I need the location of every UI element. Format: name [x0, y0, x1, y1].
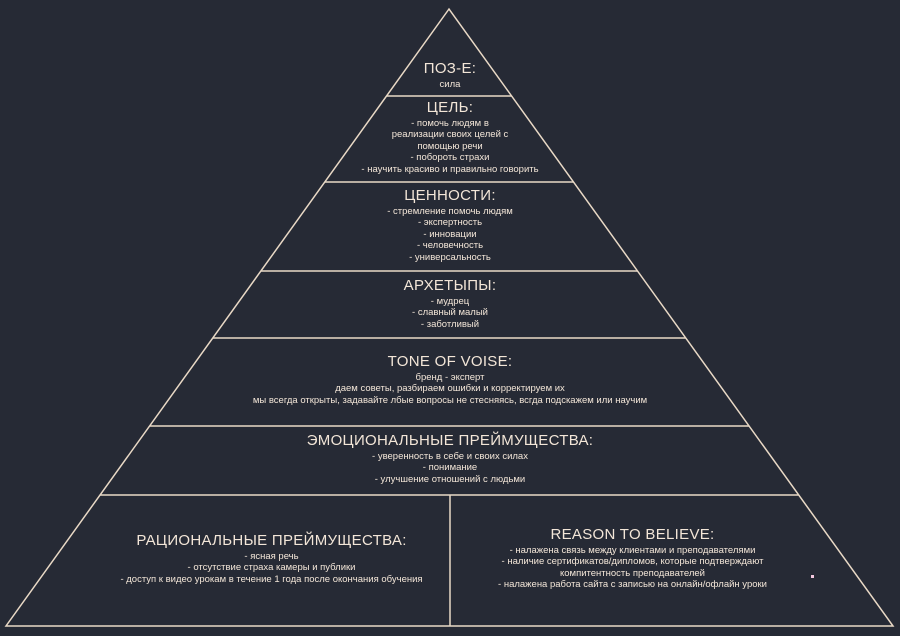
level-goal-line: помощью речи: [417, 140, 483, 152]
level-emotional-line: - улучшение отношений с людьми: [374, 473, 526, 485]
level-reason-line: компитентность преподавателей: [560, 567, 705, 579]
level-pose-line: сила: [439, 79, 461, 90]
level-values-line: - универсальность: [409, 251, 491, 263]
level-values-line: - экспертность: [417, 217, 483, 229]
level-values-line: - инновации: [423, 228, 477, 240]
level-emotional-title: ЭМОЦИОНАЛЬНЫЕ ПРЕЙМУЩЕСТВА:: [306, 432, 594, 449]
level-emotional-line: - уверенность в себе и своих силах: [372, 451, 528, 462]
level-reason-line: - налажена работа сайта с записью на онл…: [498, 579, 767, 591]
level-reason: REASON TO BELIEVE: - налажена связь межд…: [455, 526, 810, 591]
level-tone-line: мы всегда открыты, задавайте лбые вопрос…: [252, 394, 648, 406]
level-rational-line: - отсутствие страха камеры и публики: [187, 562, 356, 574]
level-archetypes-line: - славный малый: [412, 307, 488, 319]
level-reason-line: - наличие сертификатов/дипломов, которые…: [501, 556, 764, 568]
level-dividers: [100, 95, 799, 626]
level-values-title: ЦЕННОСТИ:: [404, 187, 496, 204]
level-tone-title: TONE OF VOISE:: [387, 353, 513, 370]
level-emotional: ЭМОЦИОНАЛЬНЫЕ ПРЕЙМУЩЕСТВА: - уверенност…: [250, 432, 650, 485]
level-rational-title: РАЦИОНАЛЬНЫЕ ПРЕЙМУЩЕСТВА:: [136, 532, 407, 549]
level-goal-line: - помочь людям в: [411, 118, 489, 129]
level-reason-line: - налажена связь между клиентами и препо…: [509, 545, 756, 556]
level-tone-line: бренд - эксперт: [415, 372, 485, 383]
level-pose: ПОЗ-Е: сила: [350, 60, 550, 90]
level-values-line: - человечность: [416, 240, 484, 252]
decorative-dot: [811, 575, 814, 578]
level-goal-title: ЦЕЛЬ:: [426, 99, 474, 116]
level-values-line: - стремление помочь людям: [387, 206, 513, 217]
level-rational: РАЦИОНАЛЬНЫЕ ПРЕЙМУЩЕСТВА: - ясная речь …: [80, 532, 463, 585]
level-pose-title: ПОЗ-Е:: [423, 60, 477, 77]
level-archetypes-line: - мудрец: [430, 296, 470, 307]
level-rational-line: - ясная речь: [244, 551, 299, 562]
level-goal-line: реализации своих целей с: [391, 129, 509, 141]
level-rational-line: - доступ к видео урокам в течение 1 года…: [120, 573, 423, 585]
level-tone-line: даем советы, разбираем ошибки и корректи…: [335, 383, 565, 395]
level-archetypes-title: АРХЕТЫПЫ:: [403, 277, 497, 294]
level-goal-line: - научить красиво и правильно говорить: [361, 163, 539, 175]
level-reason-title: REASON TO BELIEVE:: [550, 526, 715, 543]
level-goal: ЦЕЛЬ: - помочь людям в реализации своих …: [300, 99, 600, 175]
level-goal-line: - побороть страхи: [410, 152, 490, 164]
level-tone: TONE OF VOISE: бренд - эксперт даем сове…: [180, 353, 720, 406]
level-archetypes: АРХЕТЫПЫ: - мудрец - славный малый - заб…: [300, 277, 600, 330]
level-emotional-line: - понимание: [422, 462, 478, 474]
level-archetypes-line: - заботливый: [420, 318, 480, 330]
level-values: ЦЕННОСТИ: - стремление помочь людям - эк…: [300, 187, 600, 263]
